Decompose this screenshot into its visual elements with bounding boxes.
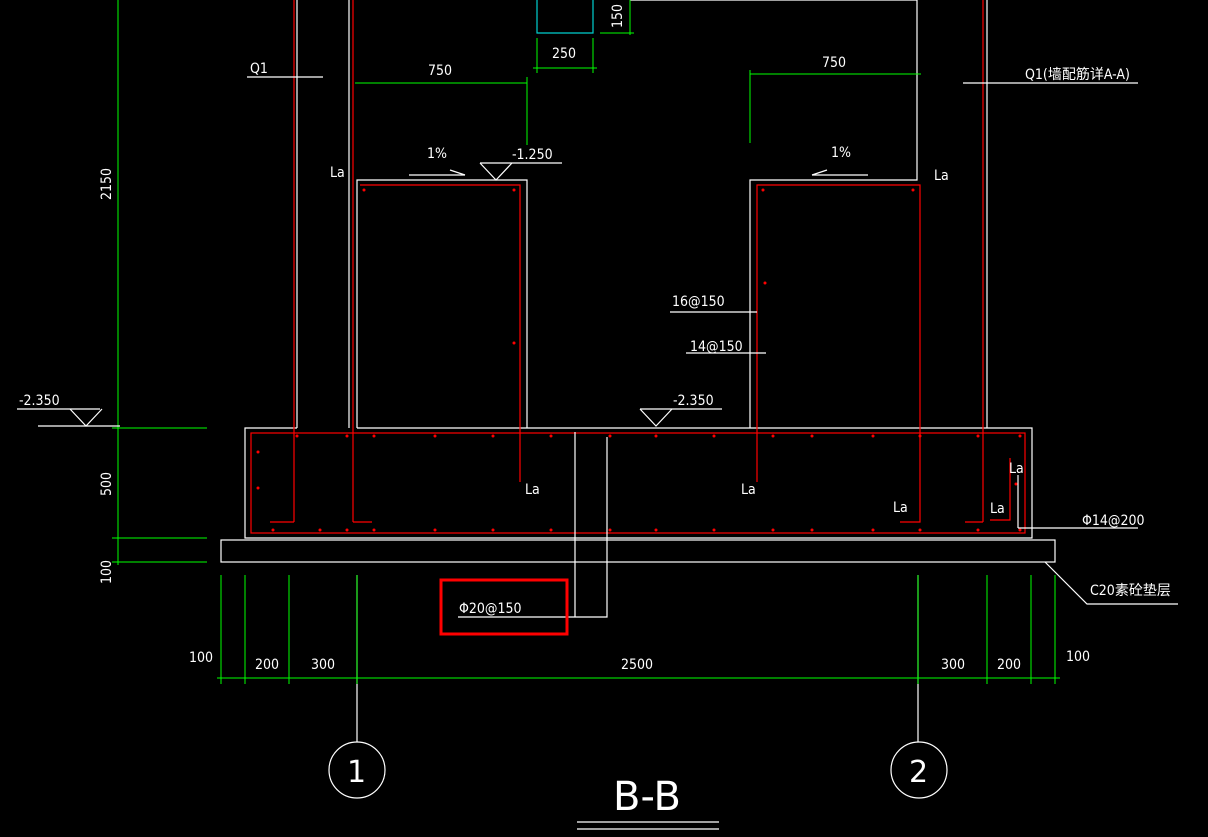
concrete-outline — [220, 0, 1056, 830]
elev-inner-bottom: -2.350 — [673, 393, 714, 409]
dim-2150: 2150 — [99, 168, 115, 200]
axis-number-2: 2 — [909, 755, 928, 790]
section-title: B-B — [613, 774, 681, 820]
dim-750-right: 750 — [822, 55, 846, 71]
axis-bubble-1 — [328, 741, 386, 799]
highlight-box — [439, 578, 569, 636]
rebar-phi14-200: Φ14@200 — [1082, 513, 1145, 529]
dim-750-left: 750 — [428, 63, 452, 79]
dim-200-bottom-right: 200 — [997, 657, 1021, 673]
dim-150-top: 150 — [610, 4, 626, 28]
text-labels: Q1 Q1(墙配筋详A-A) 750 750 250 150 2150 500 … — [19, 4, 1171, 820]
la-label: La — [741, 482, 756, 498]
dim-100-bottom-left: 100 — [189, 650, 213, 666]
dim-300-bottom-right: 300 — [941, 657, 965, 673]
la-label: La — [934, 168, 949, 184]
dim-250: 250 — [552, 46, 576, 62]
rebar-phi20-150: Φ20@150 — [459, 601, 522, 617]
la-label: La — [525, 482, 540, 498]
rebar-dots — [256, 188, 1022, 532]
dimension-lines — [112, 0, 1060, 684]
axis-bubble-2 — [890, 741, 948, 799]
dim-300-bottom-left: 300 — [311, 657, 335, 673]
elev-left-outer: -2.350 — [19, 393, 60, 409]
dim-200-bottom-left: 200 — [255, 657, 279, 673]
la-label: La — [893, 500, 908, 516]
cushion-label: C20素砼垫层 — [1090, 583, 1171, 599]
la-label: La — [990, 501, 1005, 517]
rebar-lines — [250, 0, 1026, 534]
dim-500: 500 — [99, 472, 115, 496]
la-label: La — [1009, 461, 1024, 477]
dim-100-bottom-right: 100 — [1066, 649, 1090, 665]
leader-lines — [17, 76, 1178, 618]
dim-2500: 2500 — [621, 657, 653, 673]
la-label: La — [330, 165, 345, 181]
axis-number-1: 1 — [347, 755, 366, 790]
wall-label-right: Q1(墙配筋详A-A) — [1025, 66, 1130, 83]
slope-left: 1% — [427, 146, 447, 162]
elev-top-left: -1.250 — [512, 147, 553, 163]
rebar-14-150: 14@150 — [690, 339, 743, 355]
rebar-16-150: 16@150 — [672, 294, 725, 310]
wall-label-left: Q1 — [250, 61, 268, 77]
slope-right: 1% — [831, 145, 851, 161]
opening-outline — [536, 0, 594, 34]
dim-100-left: 100 — [99, 560, 115, 584]
